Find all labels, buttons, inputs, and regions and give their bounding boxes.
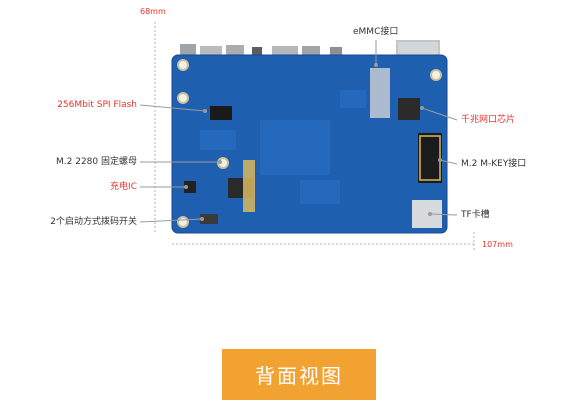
mounting-holes <box>177 59 442 228</box>
width-dimension-label: 107mm <box>482 240 513 249</box>
view-banner: 背面视图 <box>222 349 376 400</box>
label-spi-flash: 256Mbit SPI Flash <box>57 100 137 110</box>
height-dimension-label: 68mm <box>140 7 166 16</box>
label-gbe-chip: 千兆网口芯片 <box>461 115 516 125</box>
leader-lines <box>139 40 458 223</box>
pcb-components <box>184 68 442 228</box>
label-emmc: eMMC接口 <box>353 27 399 37</box>
view-banner-text: 背面视图 <box>255 364 343 388</box>
label-tf-slot: TF卡槽 <box>461 210 490 220</box>
label-m2-key: M.2 M-KEY接口 <box>461 159 527 169</box>
label-m2-nut: M.2 2280 固定螺母 <box>56 157 137 167</box>
label-charge-ic: 充电IC <box>110 182 137 192</box>
label-boot-switch: 2个启动方式拨码开关 <box>50 217 137 227</box>
